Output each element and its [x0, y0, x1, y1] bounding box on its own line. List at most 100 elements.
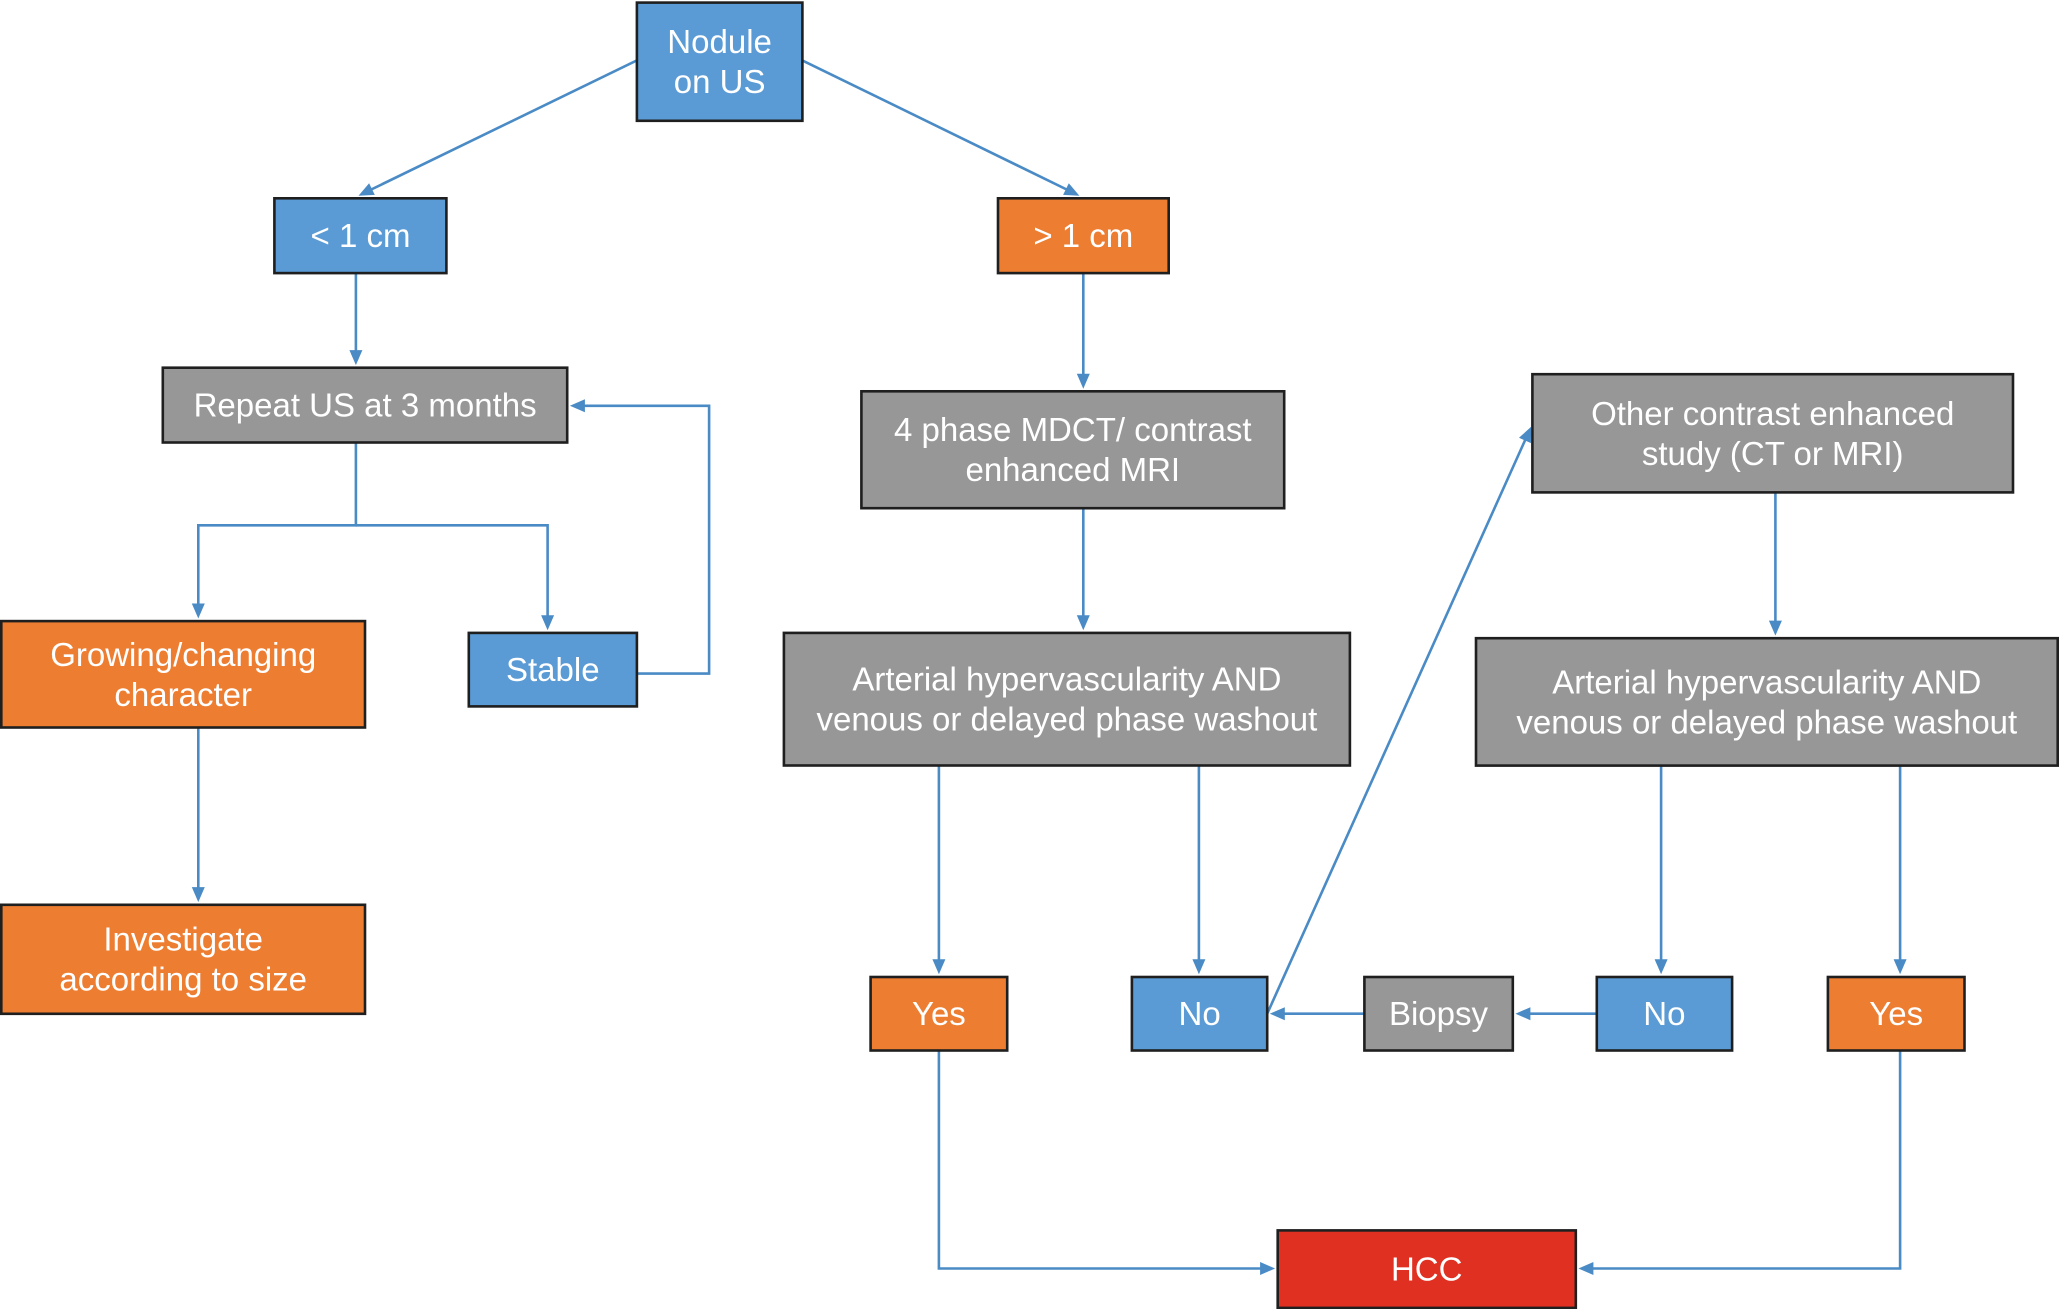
connector-line: [582, 404, 711, 675]
arrow-arterial-1-to-no-1: [1192, 765, 1206, 975]
node-no-2: No: [1595, 975, 1734, 1052]
connector-line: [355, 523, 549, 618]
node-label-line: character: [114, 676, 252, 713]
connector-line: [197, 442, 358, 606]
node-box: [782, 631, 1352, 767]
node-label-line: > 1 cm: [1033, 217, 1133, 254]
arrowhead: [191, 603, 205, 619]
node-box: [0, 903, 367, 1016]
arrow-stable-to-repeat-us: [569, 399, 711, 675]
node-label-line: HCC: [1391, 1251, 1463, 1288]
arrowhead: [1578, 1262, 1594, 1275]
connector-line: [1266, 438, 1527, 1015]
node-label-line: Repeat US at 3 months: [194, 387, 537, 424]
node-box: [860, 389, 1286, 510]
arrowhead: [1063, 183, 1080, 196]
node-label-line: No: [1179, 995, 1221, 1032]
node-box: [467, 631, 639, 708]
arrowhead: [1076, 615, 1090, 631]
node-repeat-us: Repeat US at 3 months: [161, 366, 569, 444]
arrowhead: [932, 959, 946, 975]
arrow-no-1-to-other-study: [1266, 426, 1532, 1015]
node-label-line: according to size: [59, 961, 307, 998]
node-box: [1363, 975, 1515, 1052]
arrow-lt-1cm-to-repeat-us: [349, 273, 363, 366]
arrow-other-study-to-arterial-2: [1768, 492, 1782, 636]
node-box: [1130, 975, 1269, 1052]
arrow-mdct-mri-to-arterial-1: [1076, 508, 1090, 631]
arrowhead: [1654, 959, 1668, 975]
node-label-line: Arterial hypervascularity AND: [1552, 663, 1981, 700]
node-box: [1276, 1229, 1578, 1309]
arrow-biopsy-to-no-1: [1269, 1007, 1365, 1021]
connector-line: [1591, 1050, 1902, 1270]
arrow-arterial-1-to-yes-1: [932, 765, 946, 975]
arrow-repeat-us-to-growing: [191, 442, 358, 619]
node-label-line: Nodule: [667, 23, 772, 60]
connector-line: [937, 1050, 1263, 1270]
node-label-line: Growing/changing: [50, 636, 316, 673]
arrow-yes-2-to-hcc: [1578, 1050, 1902, 1275]
node-yes-1: Yes: [869, 975, 1009, 1052]
node-box: [273, 197, 448, 275]
node-label-line: Stable: [506, 651, 600, 688]
arrow-nodule-on-us-to-lt-1cm: [358, 59, 638, 196]
node-box: [1531, 372, 2015, 494]
node-label-line: Yes: [912, 995, 966, 1032]
arrow-yes-1-to-hcc: [937, 1050, 1276, 1275]
arrow-nodule-on-us-to-gt-1cm: [801, 59, 1080, 196]
arrow-gt-1cm-to-mdct-mri: [1076, 273, 1090, 389]
connector-line: [369, 59, 638, 192]
arrowhead: [1269, 1007, 1285, 1021]
arrowhead: [349, 350, 363, 366]
node-box: [0, 619, 367, 729]
node-label-line: enhanced MRI: [965, 451, 1180, 488]
arrowhead: [569, 399, 585, 413]
node-label-line: study (CT or MRI): [1642, 435, 1904, 472]
node-lt-1cm: < 1 cm: [273, 197, 448, 275]
node-box: [1826, 975, 1966, 1052]
node-label-line: Arterial hypervascularity AND: [852, 661, 1281, 698]
node-no-1: No: [1130, 975, 1269, 1052]
arrowhead: [541, 615, 555, 631]
node-gt-1cm: > 1 cm: [996, 197, 1170, 275]
arrowhead: [1519, 426, 1532, 444]
arrow-arterial-2-to-yes-2: [1893, 765, 1907, 975]
node-label-line: No: [1643, 995, 1685, 1032]
arrowhead: [358, 183, 375, 196]
arrow-no-2-to-biopsy: [1515, 1007, 1597, 1021]
arrowhead: [1076, 373, 1090, 389]
node-label-line: < 1 cm: [311, 217, 411, 254]
arrow-growing-to-investigate: [191, 727, 205, 903]
connector-line: [801, 59, 1069, 192]
node-box: [1595, 975, 1734, 1052]
connector-layer: [191, 59, 1907, 1275]
arrow-arterial-2-to-no-2: [1654, 765, 1668, 975]
node-stable: Stable: [467, 631, 639, 708]
node-box: [161, 366, 569, 444]
node-box: [869, 975, 1009, 1052]
arrowhead: [1515, 1007, 1531, 1021]
node-label-line: Biopsy: [1389, 995, 1489, 1032]
node-label-line: Investigate: [103, 921, 263, 958]
node-label-line: 4 phase MDCT/ contrast: [894, 411, 1252, 448]
node-label-line: Other contrast enhanced: [1591, 395, 1954, 432]
arrowhead: [1768, 620, 1782, 636]
node-label-line: on US: [674, 63, 766, 100]
node-label-line: venous or delayed phase washout: [1516, 703, 2017, 740]
arrowhead: [191, 887, 205, 903]
arrowhead: [1192, 959, 1206, 975]
node-yes-2: Yes: [1826, 975, 1966, 1052]
node-label-line: Yes: [1869, 995, 1923, 1032]
arrow-repeat-us-to-stable: [355, 523, 555, 631]
node-hcc: HCC: [1276, 1229, 1578, 1309]
node-box: [635, 1, 804, 123]
